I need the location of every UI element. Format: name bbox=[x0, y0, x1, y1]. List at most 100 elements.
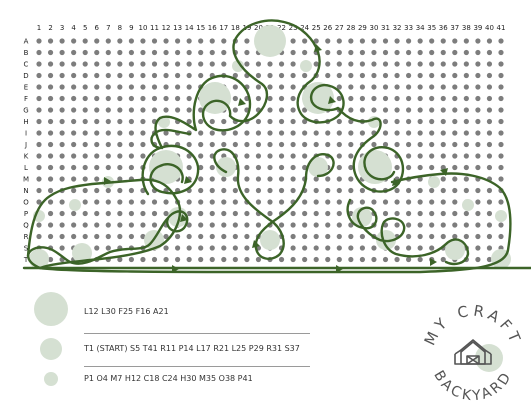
peg-dot bbox=[94, 141, 100, 148]
peg-dot bbox=[440, 256, 446, 263]
column-label: 24 bbox=[300, 24, 309, 32]
arrow-icon bbox=[172, 265, 179, 273]
peg-dot bbox=[394, 187, 400, 194]
peg-dot bbox=[382, 141, 389, 148]
peg-dot bbox=[244, 164, 250, 171]
peg-dot bbox=[452, 141, 458, 148]
peg-dot bbox=[394, 256, 400, 263]
peg-dot bbox=[221, 222, 227, 228]
peg-dot bbox=[440, 118, 446, 125]
arrow-icon bbox=[314, 44, 322, 52]
peg-dot bbox=[71, 72, 77, 79]
peg-dot bbox=[94, 187, 100, 194]
peg-dot bbox=[105, 222, 111, 228]
peg-dot bbox=[82, 95, 88, 102]
peg-dot bbox=[255, 153, 262, 159]
peg-dot bbox=[486, 95, 493, 102]
bead-medium-p29 bbox=[352, 207, 372, 227]
peg-dot bbox=[498, 153, 504, 159]
peg-dot bbox=[36, 107, 42, 113]
peg-dot bbox=[128, 141, 134, 148]
peg-dot bbox=[336, 49, 342, 56]
peg-dot bbox=[475, 187, 481, 194]
peg-dot bbox=[94, 72, 100, 79]
row-label: M bbox=[23, 176, 29, 184]
peg-dot bbox=[417, 141, 423, 148]
peg-dot bbox=[440, 72, 446, 79]
peg-dot bbox=[406, 210, 412, 217]
peg-dot bbox=[406, 199, 412, 205]
peg-dot bbox=[267, 95, 273, 102]
row-label: O bbox=[23, 199, 29, 207]
peg-dot bbox=[302, 118, 308, 125]
peg-dot bbox=[117, 38, 123, 44]
arrow-icon bbox=[180, 214, 188, 222]
peg-dot bbox=[59, 84, 65, 90]
peg-dot bbox=[175, 256, 181, 263]
peg-dot bbox=[417, 95, 423, 102]
peg-dot bbox=[59, 245, 65, 251]
peg-dot bbox=[94, 199, 100, 205]
peg-dot bbox=[452, 61, 458, 67]
peg-dot bbox=[163, 84, 169, 90]
column-label: 4 bbox=[71, 24, 76, 32]
peg-dot bbox=[82, 164, 88, 171]
peg-dot bbox=[359, 61, 365, 67]
peg-dot bbox=[82, 49, 88, 56]
peg-dot bbox=[452, 199, 458, 205]
peg-dot bbox=[244, 153, 250, 159]
peg-dot bbox=[232, 187, 238, 194]
peg-dot bbox=[475, 245, 481, 251]
peg-dot bbox=[406, 164, 412, 171]
peg-dot bbox=[382, 95, 389, 102]
peg-dot bbox=[463, 61, 469, 67]
peg-dot bbox=[244, 187, 250, 194]
peg-dot bbox=[359, 107, 365, 113]
peg-dot bbox=[440, 49, 446, 56]
peg-dot bbox=[429, 245, 435, 251]
peg-dot bbox=[348, 72, 354, 79]
peg-dot bbox=[417, 233, 423, 240]
peg-dot bbox=[244, 130, 250, 136]
peg-dot bbox=[59, 233, 65, 240]
peg-dot bbox=[463, 141, 469, 148]
peg-dot bbox=[429, 233, 435, 240]
peg-dot bbox=[140, 107, 146, 113]
peg-dot bbox=[429, 130, 435, 136]
peg-dot bbox=[186, 256, 192, 263]
peg-dot bbox=[186, 84, 192, 90]
peg-dot bbox=[198, 141, 204, 148]
peg-dot bbox=[128, 199, 134, 205]
peg-dot bbox=[186, 210, 192, 217]
column-label: 8 bbox=[118, 24, 122, 32]
row-label: N bbox=[23, 187, 28, 195]
peg-dot bbox=[232, 199, 238, 205]
peg-dot bbox=[59, 164, 65, 171]
peg-dot bbox=[475, 49, 481, 56]
peg-dot bbox=[47, 38, 54, 44]
peg-dot bbox=[128, 107, 134, 113]
peg-dot bbox=[36, 187, 42, 194]
peg-dot bbox=[382, 84, 389, 90]
thread-left-loop bbox=[141, 144, 200, 196]
peg-dot bbox=[36, 141, 42, 148]
peg-dot bbox=[406, 95, 412, 102]
peg-dot bbox=[232, 107, 238, 113]
peg-dot bbox=[302, 107, 308, 113]
peg-dot bbox=[417, 107, 423, 113]
peg-dot bbox=[325, 130, 331, 136]
peg-dot bbox=[59, 222, 65, 228]
peg-dot bbox=[105, 130, 111, 136]
peg-dot bbox=[394, 222, 400, 228]
peg-dot bbox=[452, 118, 458, 125]
peg-dot bbox=[463, 38, 469, 44]
peg-dot bbox=[382, 256, 389, 263]
peg-dot bbox=[452, 95, 458, 102]
peg-dot bbox=[128, 187, 134, 194]
peg-dot bbox=[417, 130, 423, 136]
peg-dot bbox=[475, 130, 481, 136]
peg-dot bbox=[94, 84, 100, 90]
peg-dot bbox=[128, 61, 134, 67]
peg-dot bbox=[463, 118, 469, 125]
